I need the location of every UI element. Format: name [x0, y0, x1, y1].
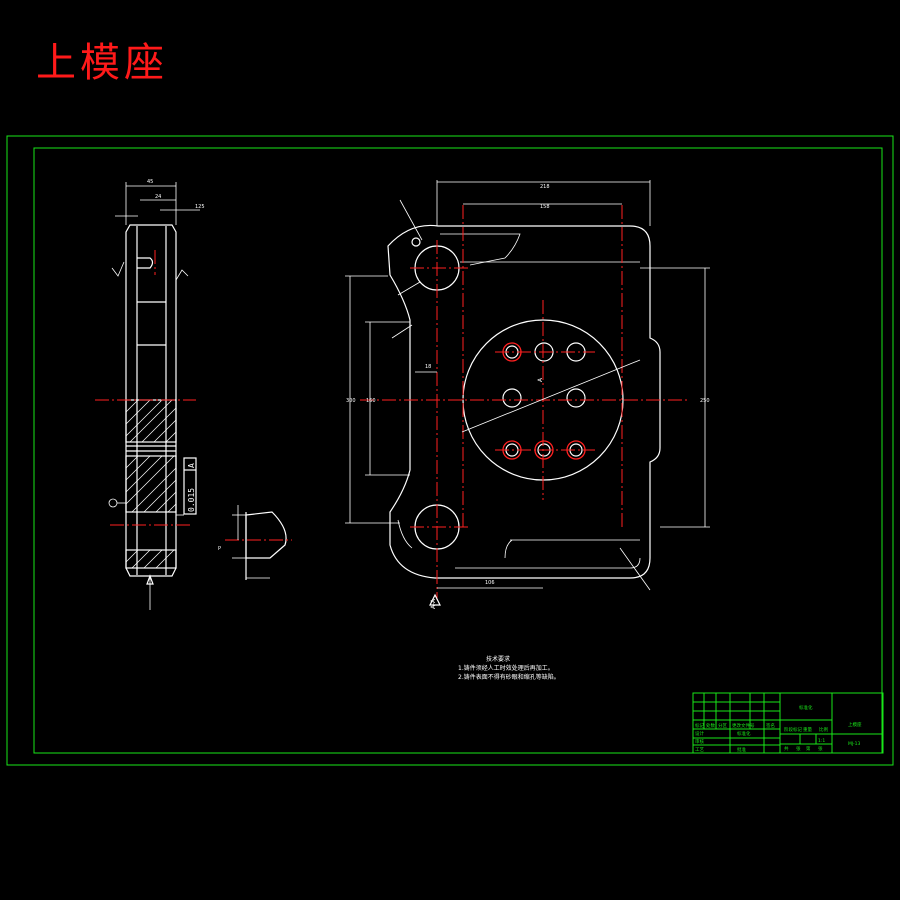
svg-text:分区: 分区	[718, 722, 727, 729]
hatch-pattern	[125, 399, 177, 569]
title-block: 标记 处数 分区 更改文件号 签名 设计 标准化 审核 工艺 批准 阶段标记 重…	[692, 692, 884, 754]
inner-frame	[33, 147, 883, 754]
svg-text:250: 250	[700, 398, 710, 404]
svg-text:共: 共	[784, 745, 789, 752]
svg-text:审核: 审核	[695, 738, 704, 745]
svg-text:45: 45	[147, 179, 153, 185]
svg-text:比例: 比例	[819, 726, 828, 733]
svg-text:158: 158	[540, 204, 550, 210]
notes-line-2: 2.铸件表面不得有砂眼和缩孔等缺陷。	[458, 673, 560, 681]
svg-text:218: 218	[540, 184, 550, 190]
svg-text:设计: 设计	[695, 730, 704, 737]
notes-line-1: 1.铸件须经人工时效处理后再加工。	[458, 664, 554, 672]
bolt-holes	[502, 342, 586, 460]
svg-text:300: 300	[346, 398, 356, 404]
technical-notes: 技术要求 1.铸件须经人工时效处理后再加工。 2.铸件表面不得有砂眼和缩孔等缺陷…	[458, 655, 560, 681]
tolerance-value: 0.015	[187, 488, 196, 512]
title-block-cell-label: 标准化	[799, 704, 813, 711]
svg-text:阶段标记: 阶段标记	[784, 726, 802, 733]
svg-text:18: 18	[425, 364, 431, 370]
svg-text:第: 第	[806, 745, 811, 752]
svg-text:张: 张	[796, 745, 801, 752]
svg-text:处数: 处数	[706, 722, 715, 729]
tolerance-datum: A	[187, 463, 196, 468]
svg-text:批准: 批准	[737, 746, 746, 753]
svg-text:160: 160	[366, 398, 376, 404]
notes-heading: 技术要求	[486, 655, 510, 663]
title-block-part-name: 上模座	[848, 721, 862, 728]
title-block-scale: 1:1	[818, 738, 825, 744]
svg-text:106: 106	[485, 580, 495, 586]
tolerance-frame	[183, 457, 197, 515]
drawing-title: 上模座	[36, 40, 168, 86]
svg-text:P: P	[218, 546, 221, 552]
outer-frame	[6, 135, 894, 766]
svg-text:24: 24	[155, 194, 161, 200]
svg-text:重量: 重量	[803, 726, 812, 733]
detail-view: P	[218, 505, 292, 580]
section-mark-left: A-A	[430, 598, 437, 609]
svg-text:张: 张	[818, 745, 823, 752]
title-block-drawing-no: MJ-13	[848, 741, 861, 747]
side-section-view: 45 24 125 0.015 A	[95, 179, 205, 610]
svg-text:签名: 签名	[766, 722, 775, 729]
svg-text:工艺: 工艺	[695, 747, 704, 753]
svg-text:125: 125	[195, 204, 205, 210]
svg-text:更改文件号: 更改文件号	[732, 722, 755, 729]
svg-text:标记: 标记	[695, 722, 704, 729]
plan-view: 218 158 300 160 250 106 18 A-A A	[345, 180, 710, 609]
section-mark-right: A	[537, 377, 544, 382]
svg-text:标准化: 标准化	[737, 730, 751, 737]
